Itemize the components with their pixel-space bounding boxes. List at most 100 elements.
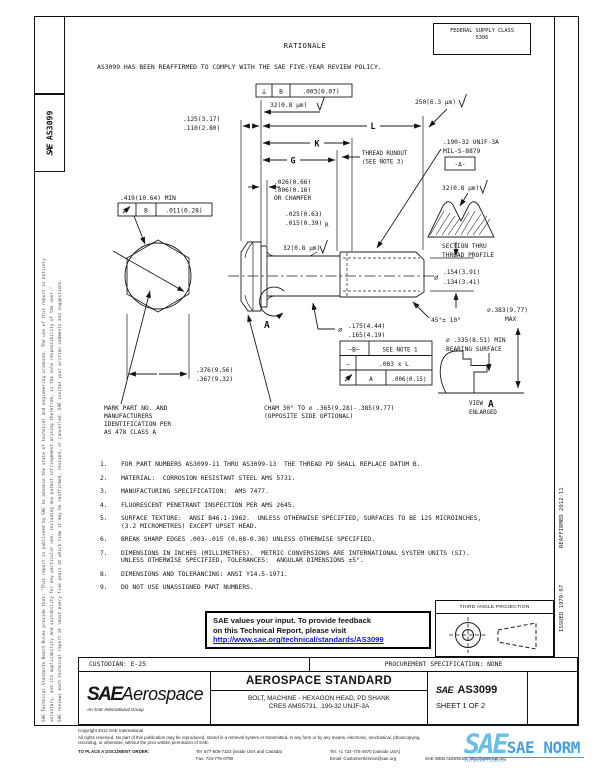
dia-symbol-154: ⌀ <box>434 274 438 282</box>
note-row: 7. DIMENSIONS IN INCHES (MILLIMETRES). ME… <box>100 550 552 565</box>
note-text: SURFACE TEXTURE: ANSI B46.1-1962. UNLESS… <box>121 515 485 530</box>
standard-title-line2: CRES AMS5731, .190-32 UNJF-3A <box>268 703 370 711</box>
doc-number-cell: SAE AS3099 SHEET 1 OF 2 <box>427 671 528 725</box>
feedback-line1: SAE values your input. To provide feedba… <box>213 616 372 625</box>
rights-line2: recording, or otherwise, without the pri… <box>78 740 210 745</box>
dim-175: .175(4.44) <box>348 323 385 330</box>
fcf-datum: B <box>279 89 283 96</box>
cham-026: .026(0.66) <box>274 179 311 186</box>
fsc-label: FEDERAL SUPPLY CLASS <box>450 28 514 34</box>
note-text: FLUORESCENT PENETRANT INSPECTION PER AMS… <box>121 501 296 509</box>
table-see-note: SEE NOTE 1 <box>383 348 418 354</box>
note-number: 8. <box>100 570 108 578</box>
title-block-empty-cell <box>527 671 578 725</box>
dim-letter-K: K <box>314 140 320 150</box>
dim-letter-G: G <box>290 157 295 167</box>
issued-date-vertical: ISSUED 1979-07 <box>559 584 565 632</box>
thread-callout-2: MIL-S-8879 <box>443 148 481 155</box>
dim-383-max: MAX <box>505 316 516 323</box>
sheet-label: SHEET 1 OF 2 <box>436 701 486 710</box>
cham-or-chamfer: OR CHAMFER <box>274 195 312 202</box>
surface-finish-32-thread: 32(0.8 μm) <box>442 185 479 192</box>
cham-006: .006(0.16) <box>274 187 311 194</box>
table-datum-b: —B— <box>348 347 359 354</box>
sae-logo-text: SAE <box>87 684 123 705</box>
mark-note-2: MANUFACTURERS <box>104 413 153 420</box>
a-callout-letter: A <box>264 320 270 331</box>
rationale-title: RATIONALE <box>283 42 327 50</box>
standard-title-line1: BOLT, MACHINE - HEXAGON HEAD, PD SHANK <box>248 695 390 702</box>
doc-number: AS3099 <box>457 684 498 696</box>
reaffirmed-date-vertical: REAFFIRMED 2012-11 <box>559 487 565 548</box>
standard-title-cell: AEROSPACE STANDARD BOLT, MACHINE - HEXAG… <box>210 671 428 725</box>
note-number: 2. <box>100 474 108 482</box>
note-number: 1. <box>100 461 108 468</box>
note-row: 9. DO NOT USE UNASSIGNED PART NUMBERS. <box>100 584 552 592</box>
bearing-surface-label: BEARING SURFACE <box>446 346 502 353</box>
note-number: 5. <box>100 515 108 522</box>
note-number: 7. <box>100 549 108 557</box>
right-strip-divider <box>554 16 556 657</box>
fcf-tolerance: .003(0.07) <box>302 89 339 96</box>
dim-125: .125(3.17) <box>183 116 220 123</box>
aerospace-logo-text: Aerospace <box>121 684 204 704</box>
dim-134: .134(3.41) <box>443 279 480 286</box>
watermark-norm-text: SAE NORM <box>506 738 581 757</box>
dim-110: .110(2.80) <box>183 125 220 132</box>
note-text: FOR PART NUMBERS AS3099-11 THRU AS3099-1… <box>121 461 421 468</box>
note-row: 2.MATERIAL: CORROSION RESISTANT STEEL AM… <box>100 475 552 483</box>
table-dash: — <box>346 361 350 368</box>
note-text: BREAK SHARP EDGES .003-.015 (0.08-0.38) … <box>121 536 376 543</box>
order-fax: Fax: 724-776-0790 <box>196 756 234 761</box>
feedback-box: SAE values your input. To provide feedba… <box>205 611 431 649</box>
copyright-line: Copyright 2012 SAE International <box>78 728 144 733</box>
radius-r: R <box>325 223 329 229</box>
fcf2-datum: B <box>144 208 148 215</box>
note-text: DIMENSIONS IN INCHES (MILLIMETRES). METR… <box>121 549 474 565</box>
left-column-doc-id-box: SAE AS3099 <box>34 93 65 172</box>
surface-finish-32-top: 32(0.8 μm) <box>270 102 307 109</box>
fcf-perpendicularity-symbol: ⊥ <box>262 88 266 96</box>
dim-335-min: ⌀ .335(8.51) MIN <box>446 337 506 344</box>
note-number: 4. <box>100 501 108 509</box>
note-row: 3.MANUFACTURING SPECIFICATION: AMS 7477. <box>100 488 552 496</box>
feedback-line2: on this Technical Report, please visit <box>213 625 347 635</box>
fcf2-tolerance: .011(0.28) <box>165 208 202 215</box>
sae-logo-small: SAE <box>436 685 454 695</box>
note-row: 6.BREAK SHARP EDGES .003-.015 (0.08-0.38… <box>100 536 552 544</box>
table-003xL: .003 x L <box>379 361 409 368</box>
note-text: DO NOT USE UNASSIGNED PART NUMBERS. <box>121 584 254 591</box>
order-email: Email: CustomerService@sae.org <box>330 756 397 761</box>
sae-aerospace-logo-cell: SAEAerospace An SAE International Group <box>78 671 211 725</box>
table-datum-a: A <box>369 376 373 383</box>
thread-callout-1: .190-32 UNJF-3A <box>443 139 499 146</box>
feedback-link[interactable]: http://www.sae.org/technical/standards/A… <box>213 635 384 645</box>
note-row: 4. FLUORESCENT PENETRANT INSPECTION PER A… <box>100 502 552 510</box>
left-column-empty-box <box>34 16 65 95</box>
surface-finish-250: 250(6.3 μm) <box>415 99 456 106</box>
note-row: 8. DIMENSIONS AND TOLERANCING: ANSI Y14.5… <box>100 571 552 579</box>
thread-runout-label-1: THREAD RUNOUT <box>362 151 408 157</box>
table-006: .006(0.15) <box>392 377 427 383</box>
cham-30-note-1: CHAM 30° TO ⌀ .365(9.28)-.385(9.77) <box>264 404 394 412</box>
note-number: 3. <box>100 488 108 495</box>
note-number: 9. <box>100 584 108 591</box>
dia-symbol-175: ⌀ <box>338 326 342 334</box>
fsc-code: 5306 <box>475 35 489 41</box>
dim-165: .165(4.19) <box>348 332 385 339</box>
order-tel1: Tel: 877-606-7323 (inside USA and Canada… <box>196 749 283 754</box>
dim-letter-L: L <box>370 122 375 132</box>
order-tel2: Tel: +1 724-776-4970 (outside USA) <box>330 749 401 754</box>
sae-norm-watermark: SAE SAE NORM INTERNATIONAL <box>464 729 596 763</box>
view-a-letter: A <box>488 399 494 410</box>
standard-type-heading: AEROSPACE STANDARD <box>211 672 427 691</box>
notes-list: 1. FOR PART NUMBERS AS3099-11 THRU AS3099… <box>100 461 552 598</box>
note-text: DIMENSIONS AND TOLERANCING: ANSI Y14.5-1… <box>121 570 288 578</box>
datum-a-label: -A- <box>454 162 465 169</box>
dim-383: ⌀.383(9.77) <box>487 307 528 314</box>
sae-aerospace-logo: SAEAerospace <box>87 684 210 706</box>
logo-subtitle: An SAE International Group <box>87 707 144 712</box>
angle-45: 45°± 10° <box>431 316 461 324</box>
sheet-frame <box>34 16 579 726</box>
min-419: .419(10.64) MIN <box>120 195 176 202</box>
